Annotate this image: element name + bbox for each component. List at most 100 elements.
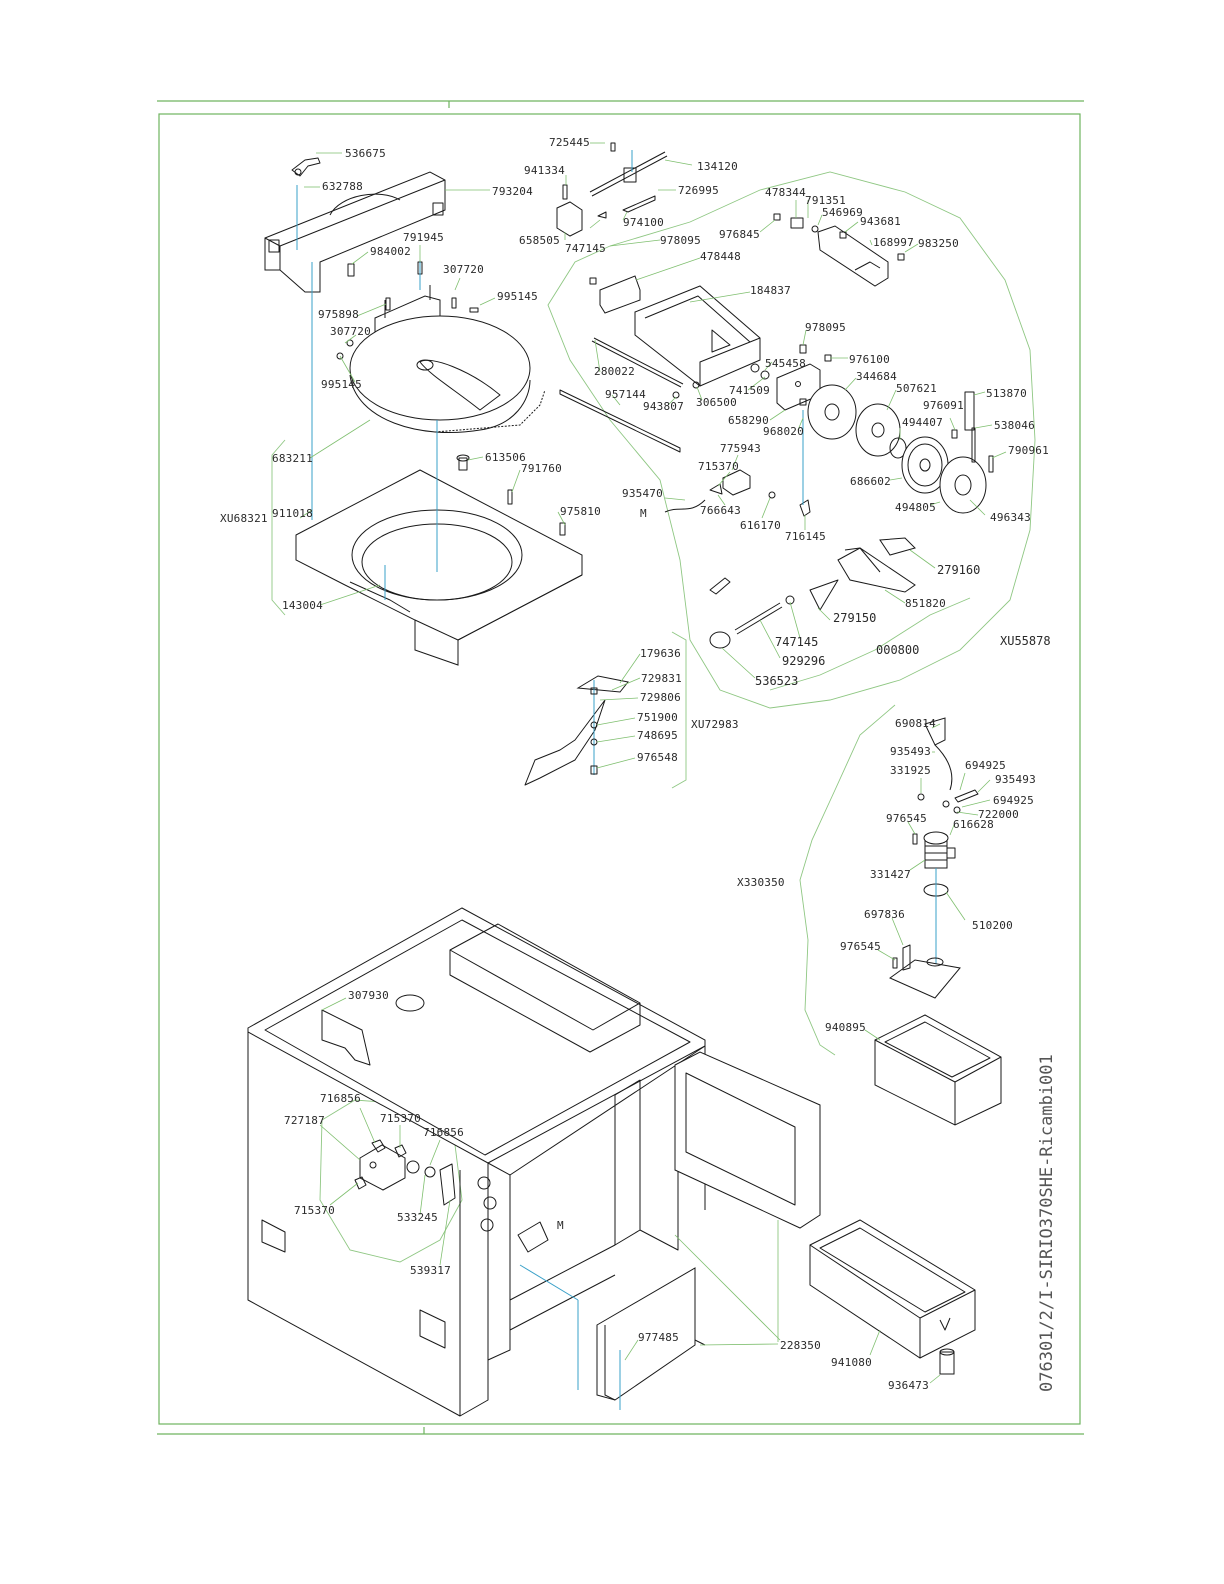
callout-716856-b: 716856 bbox=[423, 1126, 464, 1139]
callout-613506: 613506 bbox=[485, 451, 526, 464]
sheet-code: 076301/2/I-SIRIO370SHE-Ricambi001 bbox=[1037, 1054, 1057, 1392]
callout-995145-b: 995145 bbox=[321, 378, 362, 391]
callout-729831: 729831 bbox=[641, 672, 682, 685]
callout-280022: 280022 bbox=[594, 365, 635, 378]
callout-179636: 179636 bbox=[640, 647, 681, 660]
callout-538046: 538046 bbox=[994, 419, 1035, 432]
callout-307930: 307930 bbox=[348, 989, 389, 1002]
callout-775943: 775943 bbox=[720, 442, 761, 455]
head-assembly bbox=[559, 213, 994, 649]
callout-694925-a: 694925 bbox=[965, 759, 1006, 772]
callout-134120: 134120 bbox=[697, 160, 738, 173]
callout-747145-b: 747145 bbox=[775, 635, 818, 649]
callout-741509: 741509 bbox=[729, 384, 770, 397]
callout-976548: 976548 bbox=[637, 751, 678, 764]
callout-616170: 616170 bbox=[740, 519, 781, 532]
callout-478448: 478448 bbox=[700, 250, 741, 263]
callout-683211: 683211 bbox=[272, 452, 313, 465]
callout-000800: 000800 bbox=[876, 643, 919, 657]
callout-976845: 976845 bbox=[719, 228, 760, 241]
callout-279150: 279150 bbox=[833, 611, 876, 625]
callout-747145-a: 747145 bbox=[565, 242, 606, 255]
callout-306500: 306500 bbox=[696, 396, 737, 409]
callout-974100: 974100 bbox=[623, 216, 664, 229]
callout-478344: 478344 bbox=[765, 186, 806, 199]
group-boundaries bbox=[271, 171, 1036, 1263]
callout-307720-a: 307720 bbox=[443, 263, 484, 276]
group-xu55878-outline bbox=[547, 171, 1036, 709]
callout-331925: 331925 bbox=[890, 764, 931, 777]
group-000800-outline bbox=[769, 597, 971, 691]
callout-957144: 957144 bbox=[605, 388, 646, 401]
callout-975898: 975898 bbox=[318, 308, 359, 321]
callout-694925-b: 694925 bbox=[993, 794, 1034, 807]
callout-941334: 941334 bbox=[524, 164, 565, 177]
callout-911018: 911018 bbox=[272, 507, 313, 520]
callout-331427: 331427 bbox=[870, 868, 911, 881]
group-xu68321-outline bbox=[271, 439, 286, 616]
callout-978095-a: 978095 bbox=[660, 234, 701, 247]
callout-616628: 616628 bbox=[953, 818, 994, 831]
callout-935493-b: 935493 bbox=[995, 773, 1036, 786]
callout-729806: 729806 bbox=[640, 691, 681, 704]
callout-977485: 977485 bbox=[638, 1331, 679, 1344]
leader-lines bbox=[299, 142, 1007, 1384]
callout-983250: 983250 bbox=[918, 237, 959, 250]
callout-940895: 940895 bbox=[825, 1021, 866, 1034]
callout-715370-a: 715370 bbox=[698, 460, 739, 473]
callout-726995: 726995 bbox=[678, 184, 719, 197]
callout-725445: 725445 bbox=[549, 136, 590, 149]
callout-546969: 546969 bbox=[822, 206, 863, 219]
blade-guard-xu72983 bbox=[524, 675, 629, 786]
callout-184837: 184837 bbox=[750, 284, 791, 297]
callout-m-motor-base: M bbox=[557, 1219, 564, 1232]
callout-936473: 936473 bbox=[888, 1379, 929, 1392]
callout-307720-b: 307720 bbox=[330, 325, 371, 338]
callout-513870: 513870 bbox=[986, 387, 1027, 400]
callout-929296: 929296 bbox=[782, 654, 825, 668]
callout-976545-a: 976545 bbox=[886, 812, 927, 825]
callout-228350: 228350 bbox=[780, 1339, 821, 1352]
callout-494805: 494805 bbox=[895, 501, 936, 514]
callout-686602: 686602 bbox=[850, 475, 891, 488]
callout-793204: 793204 bbox=[492, 185, 533, 198]
callout-943681: 943681 bbox=[860, 215, 901, 228]
callout-715370-c: 715370 bbox=[294, 1204, 335, 1217]
callout-496343: 496343 bbox=[990, 511, 1031, 524]
callout-716856-a: 716856 bbox=[320, 1092, 361, 1105]
callout-533245: 533245 bbox=[397, 1211, 438, 1224]
callout-943807: 943807 bbox=[643, 400, 684, 413]
callout-690814: 690814 bbox=[895, 717, 936, 730]
group-x330350-outline bbox=[799, 704, 896, 1056]
callout-935470: 935470 bbox=[622, 487, 663, 500]
machine-base-cabinet bbox=[247, 907, 976, 1417]
callout-xu55878: XU55878 bbox=[1000, 634, 1051, 648]
callout-279160: 279160 bbox=[937, 563, 980, 577]
callout-xu68321: XU68321 bbox=[220, 512, 268, 525]
callout-791945: 791945 bbox=[403, 231, 444, 244]
callout-727187: 727187 bbox=[284, 1114, 325, 1127]
callout-995145-a: 995145 bbox=[497, 290, 538, 303]
callout-xu72983: XU72983 bbox=[691, 718, 739, 731]
callout-344684: 344684 bbox=[856, 370, 897, 383]
callout-722000: 722000 bbox=[978, 808, 1019, 821]
callout-751900: 751900 bbox=[637, 711, 678, 724]
callout-748695: 748695 bbox=[637, 729, 678, 742]
callout-766643: 766643 bbox=[700, 504, 741, 517]
group-xu72983-outline bbox=[671, 631, 687, 789]
callout-632788: 632788 bbox=[322, 180, 363, 193]
callout-976091: 976091 bbox=[923, 399, 964, 412]
callout-976545-b: 976545 bbox=[840, 940, 881, 953]
callout-658290: 658290 bbox=[728, 414, 769, 427]
callout-539317: 539317 bbox=[410, 1264, 451, 1277]
callout-m-motor-top: M bbox=[640, 507, 647, 520]
callout-168997: 168997 bbox=[873, 236, 914, 249]
callout-x330350: X330350 bbox=[737, 876, 785, 889]
turntable-assembly bbox=[264, 157, 583, 666]
callout-494407: 494407 bbox=[902, 416, 943, 429]
callout-715370-b: 715370 bbox=[380, 1112, 421, 1125]
callout-536675: 536675 bbox=[345, 147, 386, 160]
callout-536523: 536523 bbox=[755, 674, 798, 688]
callout-941080: 941080 bbox=[831, 1356, 872, 1369]
